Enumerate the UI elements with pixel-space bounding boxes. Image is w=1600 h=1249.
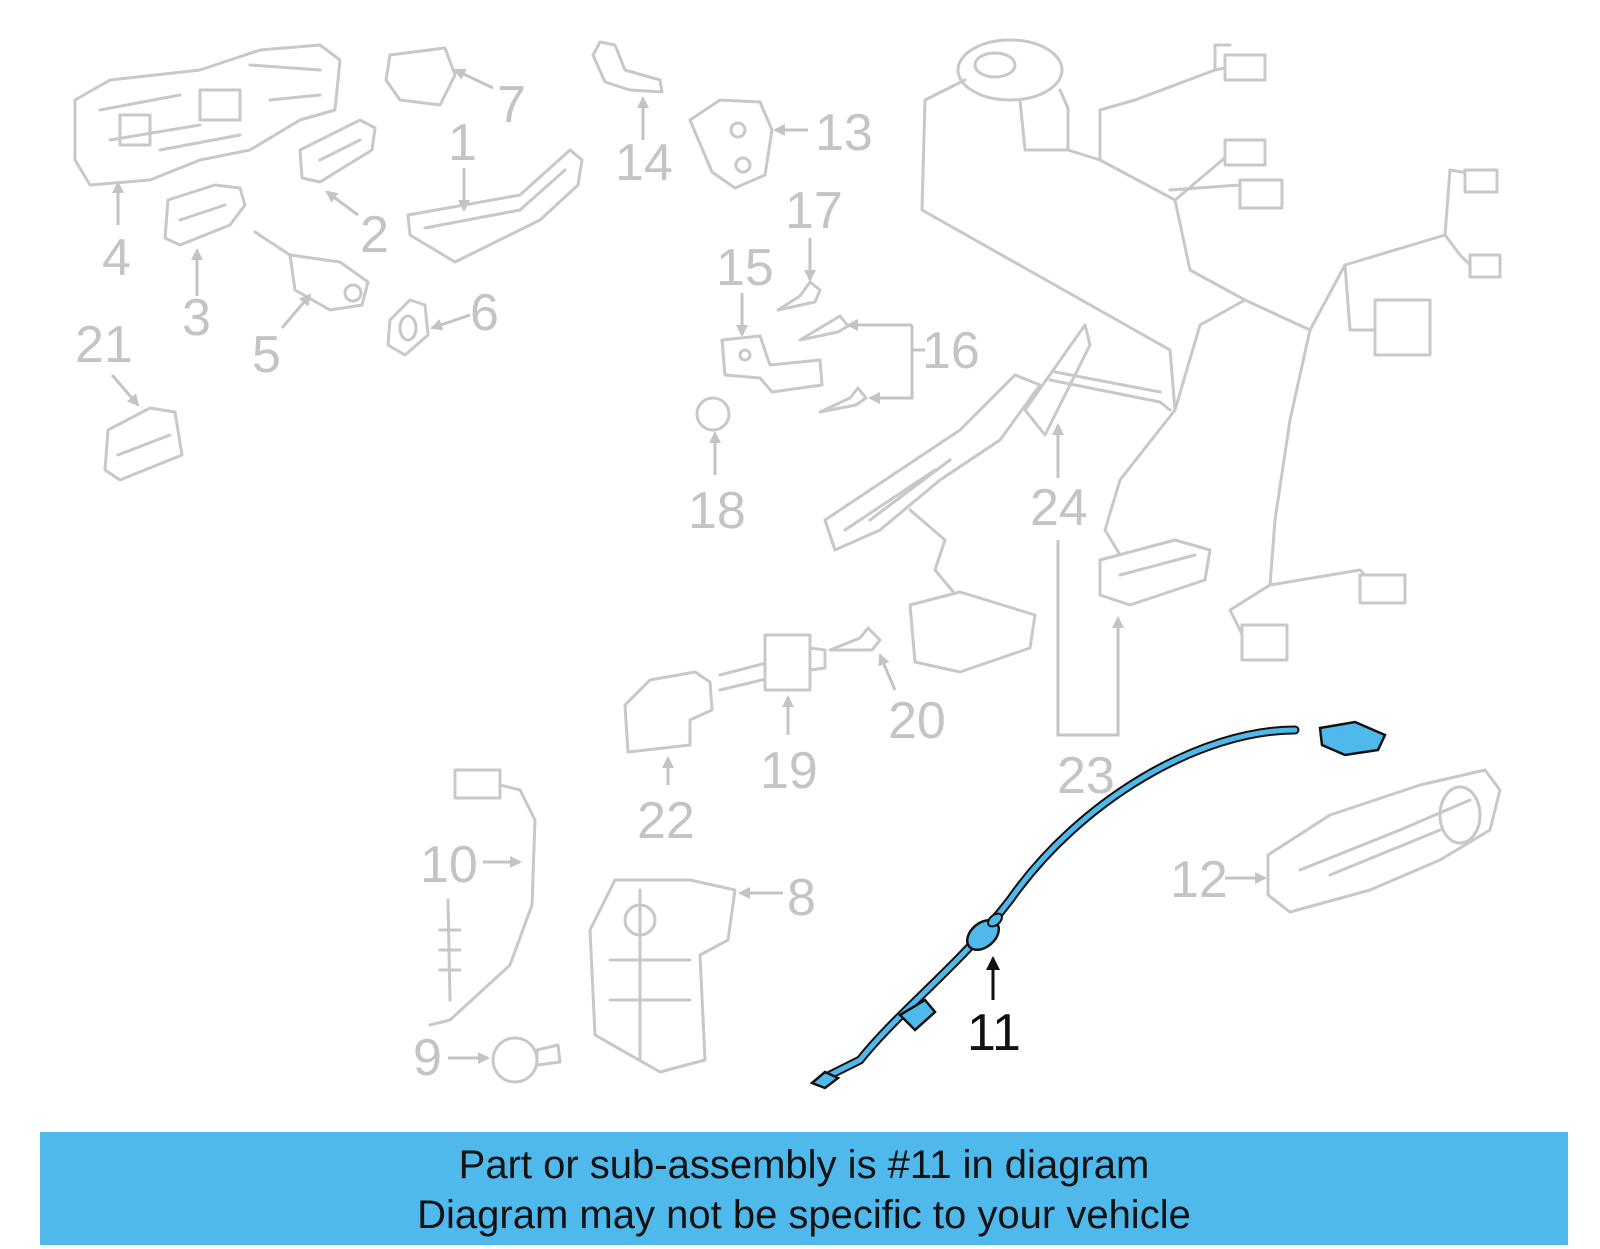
callout-13: 13 bbox=[815, 104, 873, 162]
callout-22: 22 bbox=[637, 792, 695, 850]
part-23-module bbox=[1098, 538, 1212, 607]
banner-line-2: Diagram may not be specific to your vehi… bbox=[417, 1193, 1191, 1237]
part-12-inner-handle bbox=[1266, 768, 1502, 914]
banner-line-1: Part or sub-assembly is #11 in diagram bbox=[458, 1143, 1150, 1187]
callout-1: 1 bbox=[448, 114, 477, 172]
callout-8: 8 bbox=[787, 869, 816, 927]
callout-arrows bbox=[110, 68, 1267, 1064]
callout-7: 7 bbox=[497, 76, 526, 134]
part-18-bushing bbox=[695, 396, 731, 432]
callout-18: 18 bbox=[688, 482, 746, 540]
callout-20: 20 bbox=[888, 692, 946, 750]
part-2-cap bbox=[298, 118, 377, 184]
part-11-cable-highlighted[interactable] bbox=[809, 720, 1387, 1090]
callout-4: 4 bbox=[102, 229, 131, 287]
part-15-bracket bbox=[720, 334, 824, 394]
part-13-plate bbox=[688, 98, 774, 190]
callout-5: 5 bbox=[252, 326, 281, 384]
callout-21: 21 bbox=[75, 316, 133, 374]
part-21-bracket bbox=[103, 406, 184, 482]
part-16-17-bolts bbox=[776, 280, 868, 414]
callout-24: 24 bbox=[1030, 479, 1088, 537]
callout-17: 17 bbox=[785, 182, 843, 240]
callout-9: 9 bbox=[413, 1029, 442, 1087]
part-9-bolt bbox=[491, 1036, 562, 1084]
callout-3: 3 bbox=[182, 289, 211, 347]
part-5-lock-cylinder bbox=[253, 230, 370, 312]
callout-23: 23 bbox=[1057, 747, 1115, 805]
callout-19: 19 bbox=[760, 742, 818, 800]
part-14-bolt bbox=[591, 40, 664, 94]
part-19-door-check bbox=[718, 633, 827, 692]
callout-16: 16 bbox=[922, 322, 980, 380]
callout-14: 14 bbox=[615, 134, 673, 192]
part-3-cover bbox=[163, 183, 247, 247]
part-20-bolt bbox=[828, 626, 882, 652]
part-22-cap bbox=[623, 670, 714, 754]
part-1-outer-handle bbox=[406, 148, 584, 264]
callout-10: 10 bbox=[420, 836, 478, 894]
callout-6: 6 bbox=[470, 284, 499, 342]
part-8-latch bbox=[588, 878, 737, 1074]
part-24-cable-grommet bbox=[823, 323, 1172, 674]
part-6-grommet bbox=[386, 298, 430, 357]
callout-2: 2 bbox=[360, 206, 389, 264]
info-banner: Part or sub-assembly is #11 in diagram D… bbox=[40, 1132, 1568, 1245]
callout-11: 11 bbox=[967, 1004, 1021, 1062]
callout-15: 15 bbox=[716, 239, 774, 297]
callout-12: 12 bbox=[1170, 851, 1228, 909]
wiring-harness bbox=[920, 38, 1502, 662]
part-4-handle-carrier bbox=[73, 43, 342, 187]
part-10-inner-cable bbox=[428, 768, 537, 1027]
part-7-clip bbox=[384, 46, 457, 107]
